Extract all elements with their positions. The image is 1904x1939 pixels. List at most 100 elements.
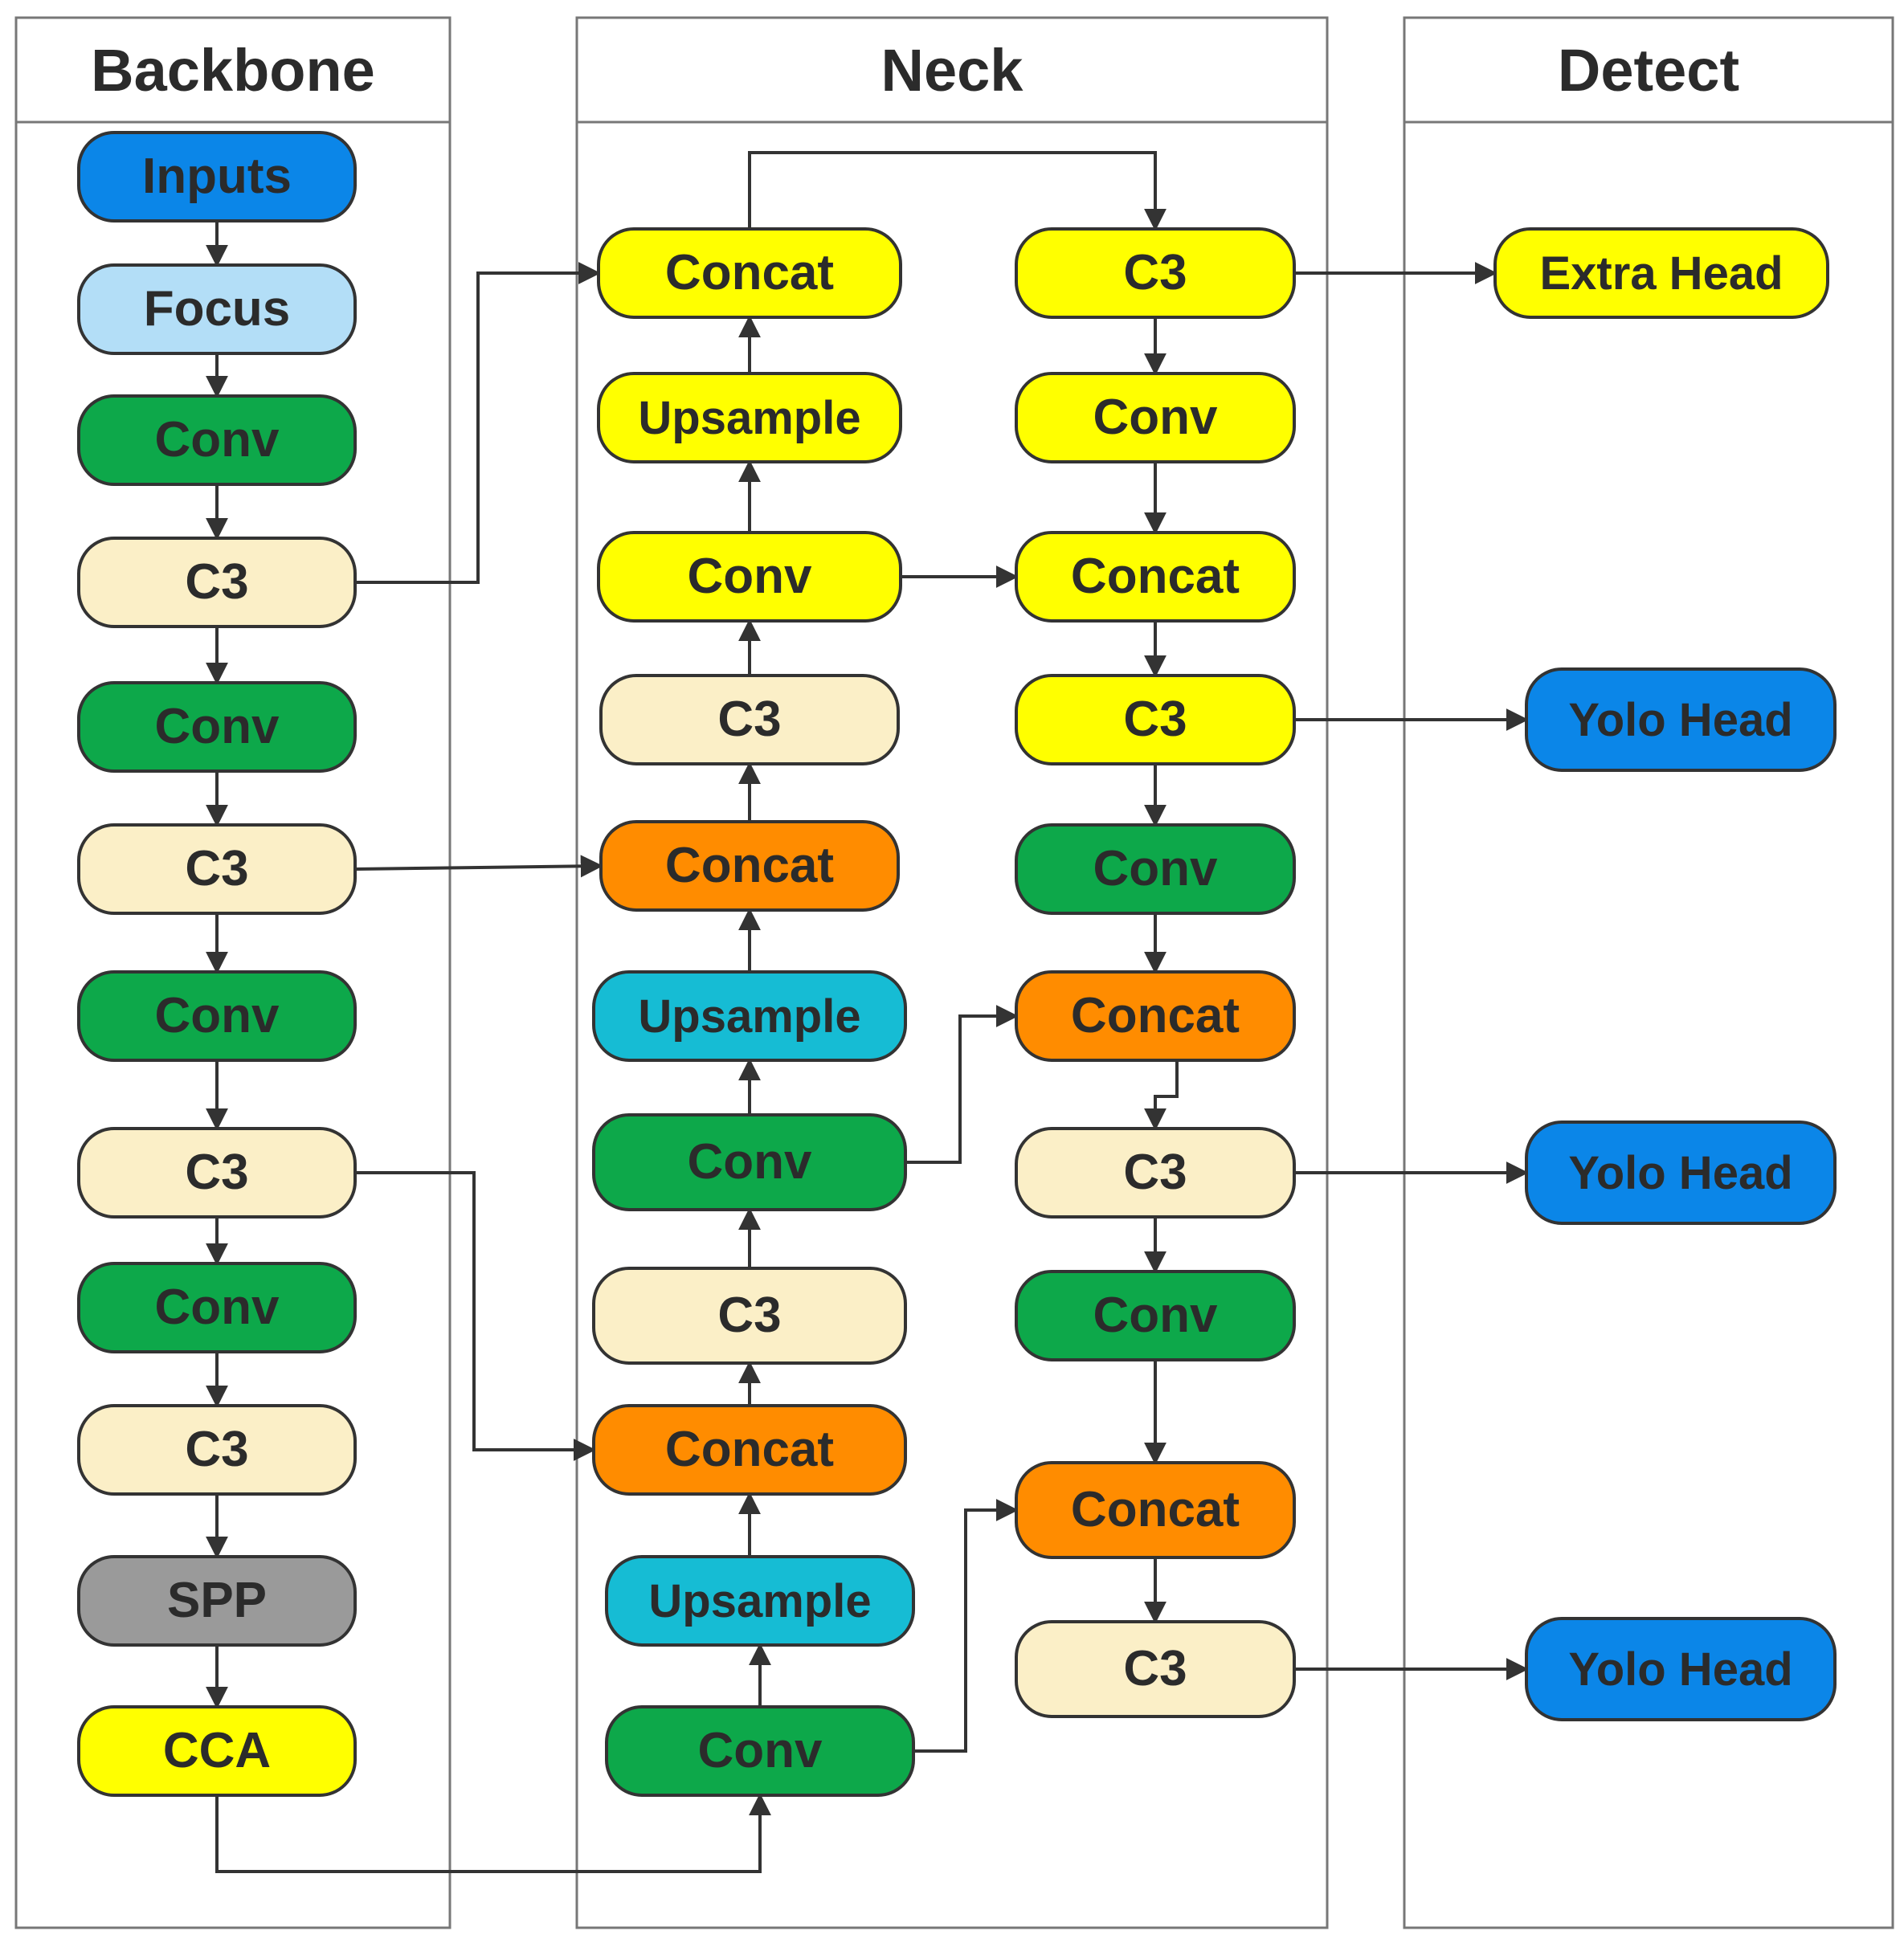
node-label: Focus <box>144 281 291 337</box>
node-label: Concat <box>665 1422 834 1477</box>
node-b-c3-2: C3 <box>77 823 357 915</box>
node-box <box>1525 1617 1837 1721</box>
node-label: Concat <box>1071 549 1240 604</box>
node-label: C3 <box>185 1145 248 1200</box>
node-b-focus: Focus <box>77 263 357 355</box>
node-label: Conv <box>698 1723 823 1778</box>
node-b-c3-3: C3 <box>77 1127 357 1219</box>
node-label: Yolo Head <box>1568 694 1792 746</box>
node-box <box>77 823 357 915</box>
node-box <box>1015 970 1296 1062</box>
node-d-extra: Extra Head <box>1493 227 1829 319</box>
node-box <box>592 1404 907 1496</box>
node-n2-conv1: Conv <box>1015 372 1296 463</box>
node-box <box>77 1404 357 1496</box>
node-n1-c3-2: C3 <box>592 1267 907 1365</box>
node-b-conv1: Conv <box>77 394 357 486</box>
node-label: C3 <box>185 554 248 610</box>
node-label: Concat <box>665 245 834 300</box>
section-detect-title: Detect <box>1558 37 1739 104</box>
node-box <box>1015 1127 1296 1219</box>
node-n1-concat3: Concat <box>592 1404 907 1496</box>
node-n1-conv1: Conv <box>597 531 902 623</box>
node-label: Conv <box>1093 1288 1219 1343</box>
node-label: C3 <box>1123 692 1187 747</box>
node-label: C3 <box>1123 1145 1187 1200</box>
node-box <box>1015 1270 1296 1361</box>
node-n1-up3: Upsample <box>605 1555 915 1647</box>
node-box <box>77 970 357 1062</box>
node-b-cca: CCA <box>77 1705 357 1797</box>
node-box <box>77 1705 357 1797</box>
edge-n2_concat2-to-n2_c3_3 <box>1144 1060 1179 1131</box>
node-n1-up2: Upsample <box>592 970 907 1062</box>
node-box <box>77 131 357 222</box>
section-neck-title: Neck <box>881 37 1024 104</box>
node-label: C3 <box>185 841 248 896</box>
node-label: C3 <box>717 1288 781 1343</box>
node-box <box>77 394 357 486</box>
node-b-c3-1: C3 <box>77 537 357 628</box>
node-box <box>1493 227 1829 319</box>
edge-n1_concat1-to-n2_c3_1 <box>748 151 1167 231</box>
node-box <box>597 227 902 319</box>
node-label: Concat <box>1071 1482 1240 1537</box>
node-box <box>77 1555 357 1647</box>
node-box <box>1015 372 1296 463</box>
node-label: Upsample <box>648 1575 871 1627</box>
node-n2-c3-2: C3 <box>1015 674 1296 765</box>
node-box <box>592 1267 907 1365</box>
edge-b_cca-to-n1_conv3 <box>215 1793 771 1873</box>
section-backbone-title: Backbone <box>91 37 375 104</box>
node-box <box>1015 531 1296 623</box>
node-box <box>77 1127 357 1219</box>
node-label: Conv <box>1093 841 1219 896</box>
node-n2-concat2: Concat <box>1015 970 1296 1062</box>
node-label: Upsample <box>638 990 860 1043</box>
node-box <box>599 820 900 912</box>
node-d-yolo1: Yolo Head <box>1525 667 1837 772</box>
node-label: CCA <box>163 1723 271 1778</box>
node-label: Upsample <box>638 392 860 444</box>
node-b-spp: SPP <box>77 1555 357 1647</box>
node-label: Conv <box>155 412 280 467</box>
section-backbone-frame <box>14 16 451 1929</box>
node-label: Conv <box>1093 390 1219 445</box>
edge-b_c3_2-to-n1_concat2 <box>354 855 603 878</box>
node-b-conv4: Conv <box>77 1262 357 1353</box>
node-label: Conv <box>688 549 813 604</box>
node-b-inputs: Inputs <box>77 131 357 222</box>
node-label: Concat <box>1071 988 1240 1043</box>
node-box <box>77 263 357 355</box>
node-n1-conv3: Conv <box>605 1705 915 1797</box>
node-box <box>77 681 357 773</box>
node-label: Concat <box>665 838 834 893</box>
edge-n1_conv3-to-n2_concat3 <box>913 1499 1019 1753</box>
node-label: Yolo Head <box>1568 1147 1792 1199</box>
node-b-conv2: Conv <box>77 681 357 773</box>
node-box <box>77 1262 357 1353</box>
node-n1-up1: Upsample <box>597 372 902 463</box>
node-box <box>592 970 907 1062</box>
node-n2-concat1: Concat <box>1015 531 1296 623</box>
node-box <box>77 537 357 628</box>
node-n2-c3-3: C3 <box>1015 1127 1296 1219</box>
node-label: Conv <box>155 988 280 1043</box>
edge-layer <box>206 151 1529 1873</box>
node-label: Conv <box>155 699 280 754</box>
edge-n1_conv2-to-n2_concat2 <box>905 1005 1019 1164</box>
section-detect-frame <box>1403 16 1894 1929</box>
node-n2-conv3: Conv <box>1015 1270 1296 1361</box>
node-n1-concat1: Concat <box>597 227 902 319</box>
node-box <box>599 674 900 765</box>
node-box <box>1015 674 1296 765</box>
node-box <box>1015 227 1296 319</box>
section-backbone: Backbone <box>14 16 451 1929</box>
node-n1-c3-1: C3 <box>599 674 900 765</box>
node-label: Extra Head <box>1539 247 1783 300</box>
node-layer: InputsFocusConvC3ConvC3ConvC3ConvC3SPPCC… <box>77 131 1837 1797</box>
node-label: Yolo Head <box>1568 1643 1792 1696</box>
node-label: C3 <box>1123 245 1187 300</box>
node-n1-concat2: Concat <box>599 820 900 912</box>
